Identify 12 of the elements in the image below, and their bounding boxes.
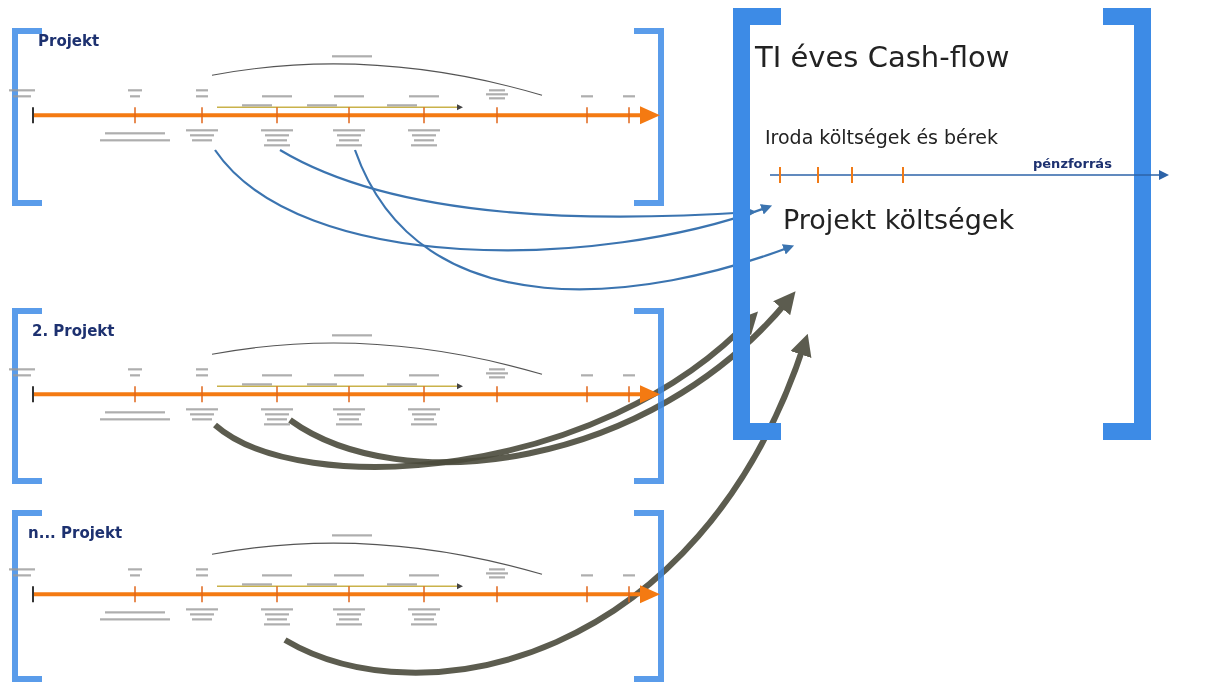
project-heading: 2. Projekt	[32, 322, 115, 340]
arrow	[279, 149, 757, 218]
funding-label: pénzforrás	[1033, 156, 1112, 171]
cost-label: Iroda költségek és bérek	[765, 126, 998, 148]
arrow	[214, 149, 773, 252]
panel-title: TI éves Cash-flow	[755, 40, 1010, 74]
project-heading: n... Projekt	[28, 524, 123, 542]
project-heading: Projekt	[38, 32, 100, 50]
arrow	[288, 291, 796, 466]
cost-label: Projekt költségek	[783, 204, 1015, 235]
arrow	[283, 333, 811, 676]
arrow	[354, 149, 795, 291]
